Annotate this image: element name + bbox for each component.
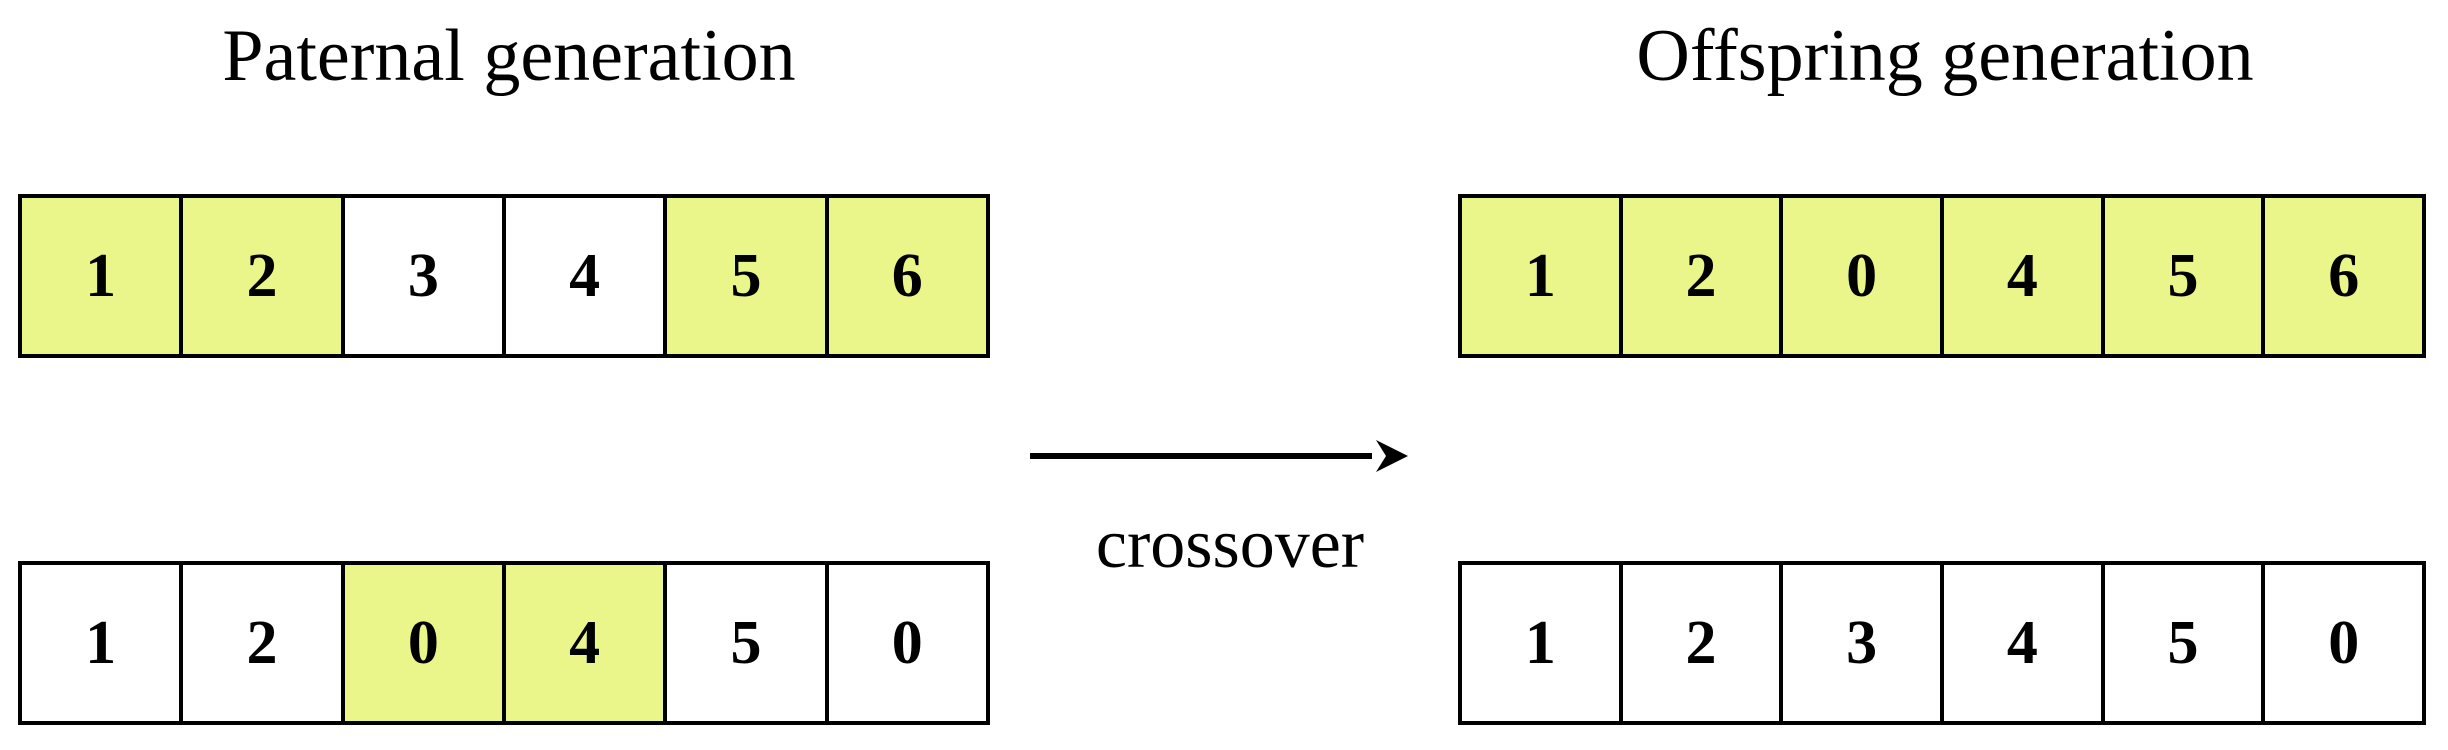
gene-cell: 1 [22, 198, 184, 354]
gene-cell: 2 [183, 198, 345, 354]
gene-cell: 6 [2265, 198, 2423, 354]
gene-cell: 2 [1622, 198, 1784, 354]
gene-cell: 5 [667, 565, 829, 721]
offspring-chromosome-2: 1 2 3 4 5 0 [1458, 561, 2426, 725]
gene-cell: 5 [667, 198, 829, 354]
gene-cell: 4 [1944, 565, 2105, 721]
gene-cell: 4 [505, 565, 668, 721]
gene-cell: 0 [2265, 565, 2423, 721]
gene-cell: 1 [1462, 565, 1623, 721]
gene-cell: 1 [1462, 198, 1623, 354]
gene-cell: 0 [344, 565, 506, 721]
parent-chromosome-2: 1 2 0 4 5 0 [18, 561, 990, 725]
crossover-arrow-icon [1030, 440, 1408, 472]
parent-chromosome-1: 1 2 3 4 5 6 [18, 194, 990, 358]
gene-cell: 1 [22, 565, 184, 721]
gene-cell: 3 [1783, 565, 1945, 721]
gene-cell: 4 [1944, 198, 2105, 354]
offspring-generation-heading: Offspring generation [1636, 15, 2254, 97]
gene-cell: 5 [2104, 565, 2266, 721]
gene-cell: 5 [2104, 198, 2266, 354]
gene-cell: 6 [828, 198, 986, 354]
gene-cell: 2 [1622, 565, 1784, 721]
offspring-chromosome-1: 1 2 0 4 5 6 [1458, 194, 2426, 358]
gene-cell: 3 [344, 198, 506, 354]
gene-cell: 4 [505, 198, 668, 354]
gene-cell: 0 [828, 565, 986, 721]
gene-cell: 2 [183, 565, 345, 721]
paternal-generation-heading: Paternal generation [222, 15, 796, 97]
gene-cell: 0 [1783, 198, 1945, 354]
crossover-label: crossover [1095, 506, 1365, 583]
